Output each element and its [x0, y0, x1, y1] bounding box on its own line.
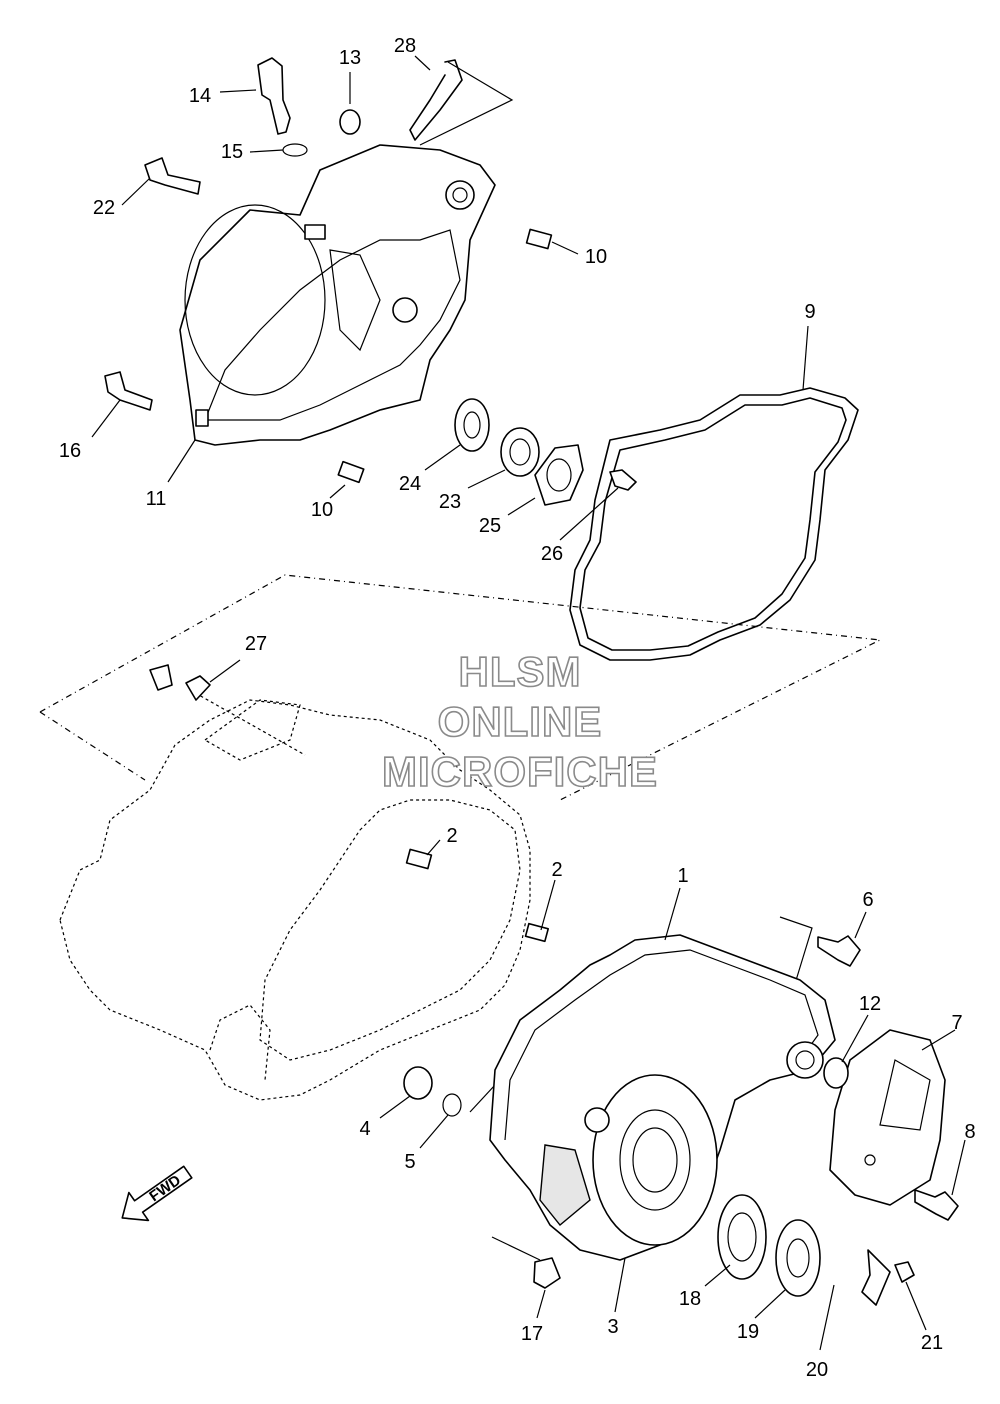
plate-part-25: [534, 444, 584, 506]
screw-part-26: [609, 469, 637, 491]
callout-11: 11: [146, 488, 167, 510]
watermark-line-1: HLSM: [459, 648, 582, 695]
callout-5: 5: [404, 1151, 415, 1173]
forward-direction-arrow: FWD: [121, 1165, 193, 1222]
leader-lines: [91, 55, 966, 1351]
bolt-part-22: [144, 157, 201, 195]
seal-part-24: [454, 398, 490, 452]
callout-14: 14: [189, 85, 211, 107]
bearing-part-23: [500, 427, 540, 477]
screw-part-21: [894, 1261, 915, 1283]
callout-17: 17: [521, 1323, 543, 1345]
callout-27: 27: [245, 633, 267, 655]
callout-8: 8: [964, 1121, 975, 1143]
cover-bracket: [829, 1029, 946, 1206]
callout-13: 13: [339, 47, 361, 69]
bolt-part-16: [104, 371, 153, 411]
washer-part-12: [823, 1057, 849, 1089]
callout-23: 23: [439, 491, 461, 513]
watermark-line-2: ONLINE: [438, 698, 603, 745]
bearing-part-18: [717, 1194, 767, 1280]
callout-9: 9: [804, 301, 815, 323]
callout-22: 22: [93, 197, 115, 219]
small-parts: [104, 57, 959, 1306]
callout-2-left: 2: [446, 825, 457, 847]
clip-part-28: [409, 59, 463, 141]
dowel-pin-part-2-left: [405, 848, 433, 870]
sensor-part-14: [257, 57, 291, 135]
dowel-pin-part-2-right: [524, 922, 550, 943]
callout-15: 15: [221, 141, 243, 163]
callout-4: 4: [359, 1118, 370, 1140]
callout-10-top: 10: [585, 246, 607, 268]
callout-7: 7: [951, 1012, 962, 1034]
collar-part-13: [339, 109, 361, 135]
crankcase-cover-1: [179, 144, 496, 446]
callout-12: 12: [859, 993, 881, 1015]
callout-18: 18: [679, 1288, 701, 1310]
bolt-part-17: [533, 1257, 561, 1289]
callout-labels: 13 28 14 15 22 10 9 16 11 10 24 23 25 26…: [59, 35, 976, 1381]
callout-6: 6: [862, 889, 873, 911]
dowel-pin-part-10-top: [525, 228, 553, 250]
callout-16: 16: [59, 440, 81, 462]
clip-part-20: [861, 1249, 891, 1306]
watermark: HLSM ONLINE MICROFICHE: [381, 647, 658, 796]
bolt-part-8: [914, 1189, 959, 1221]
dowel-pin-part-10-bottom: [337, 460, 365, 484]
callout-19: 19: [737, 1321, 759, 1343]
callout-26: 26: [541, 543, 563, 565]
o-ring-part-15: [282, 143, 308, 157]
bolt-part-6: [817, 935, 861, 967]
callout-25: 25: [479, 515, 501, 537]
callout-28: 28: [394, 35, 416, 57]
crankcase-cover-gasket: [569, 387, 859, 661]
callout-2-right: 2: [551, 859, 562, 881]
callout-10-bottom: 10: [311, 499, 333, 521]
o-ring-part-5: [442, 1093, 462, 1117]
callout-20: 20: [806, 1359, 828, 1381]
crankcase-cover-2: [489, 934, 836, 1261]
watermark-line-3: MICROFICHE: [382, 748, 658, 795]
engine-crankcase-outline: [59, 699, 531, 1101]
clip-part-27: [185, 675, 211, 701]
callout-1: 1: [677, 865, 688, 887]
bolt-part-27: [149, 664, 173, 691]
plug-part-4: [403, 1066, 433, 1100]
seal-part-19: [775, 1219, 821, 1297]
callout-24: 24: [399, 473, 421, 495]
callout-21: 21: [921, 1332, 943, 1354]
callout-3: 3: [607, 1316, 618, 1338]
